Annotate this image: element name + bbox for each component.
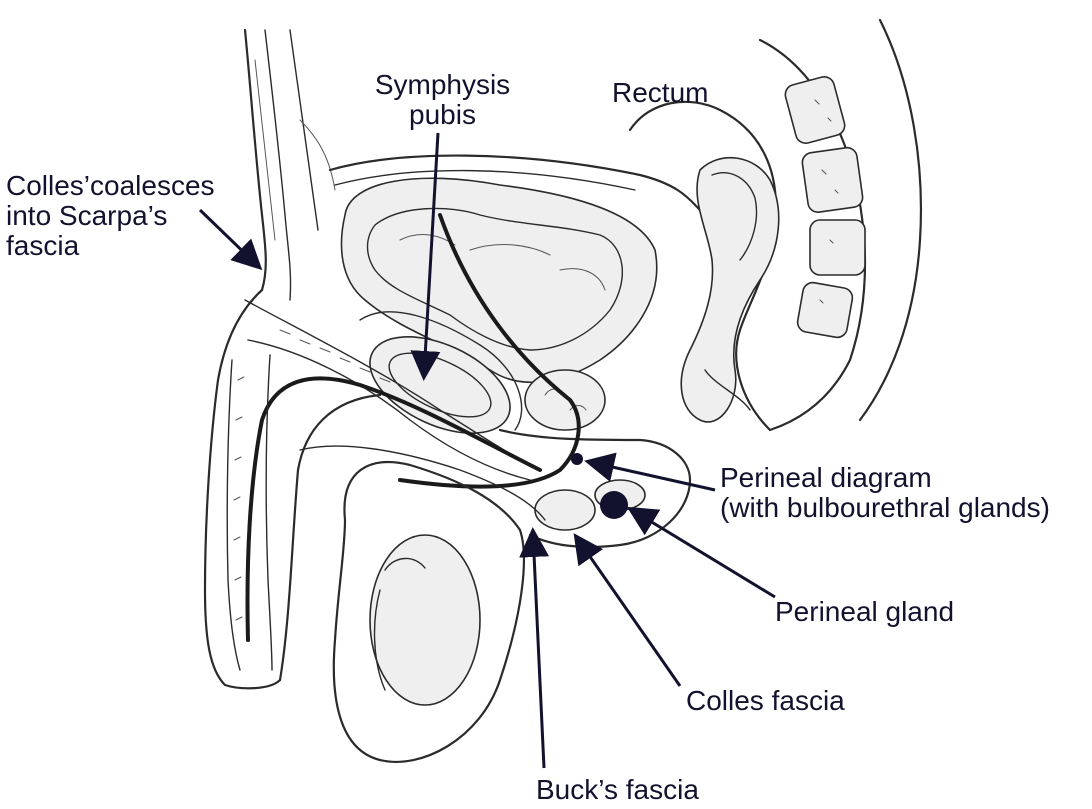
label-colles-fascia: Colles fascia xyxy=(686,686,845,716)
label-symphysis-pubis: Symphysis pubis xyxy=(365,70,520,130)
label-bucks-fascia-text: Buck’s fascia xyxy=(536,775,699,805)
label-perineal-gland: Perineal gland xyxy=(775,597,954,627)
label-bucks-fascia: Buck’s fascia xyxy=(536,775,699,805)
label-rectum: Rectum xyxy=(612,78,708,108)
label-symphysis-line1: Symphysis xyxy=(365,70,520,100)
label-perineal-gland-text: Perineal gland xyxy=(775,597,954,627)
label-rectum-text: Rectum xyxy=(612,78,708,108)
testis xyxy=(334,462,524,762)
sacrum-vertebrae xyxy=(760,20,921,430)
label-perineal-diagram-line2: (with bulbourethral glands) xyxy=(720,493,1050,523)
label-colles-scarpa-line1: Colles’coalesces xyxy=(6,171,215,201)
label-symphysis-line2: pubis xyxy=(365,100,520,130)
label-colles-fascia-text: Colles fascia xyxy=(686,686,845,716)
label-colles-scarpa-line3: fascia xyxy=(6,231,215,261)
label-perineal-diagram-line1: Perineal diagram xyxy=(720,463,1050,493)
abdominal-wall xyxy=(245,30,335,300)
label-perineal-diagram: Perineal diagram (with bulbourethral gla… xyxy=(720,463,1050,523)
label-colles-scarpa-line2: into Scarpa’s xyxy=(6,201,215,231)
arrow-bucks-fascia xyxy=(533,533,544,768)
arrow-colles-fascia xyxy=(577,538,680,686)
arrow-perineal-gland xyxy=(632,510,775,597)
label-colles-scarpa: Colles’coalesces into Scarpa’s fascia xyxy=(6,171,215,261)
